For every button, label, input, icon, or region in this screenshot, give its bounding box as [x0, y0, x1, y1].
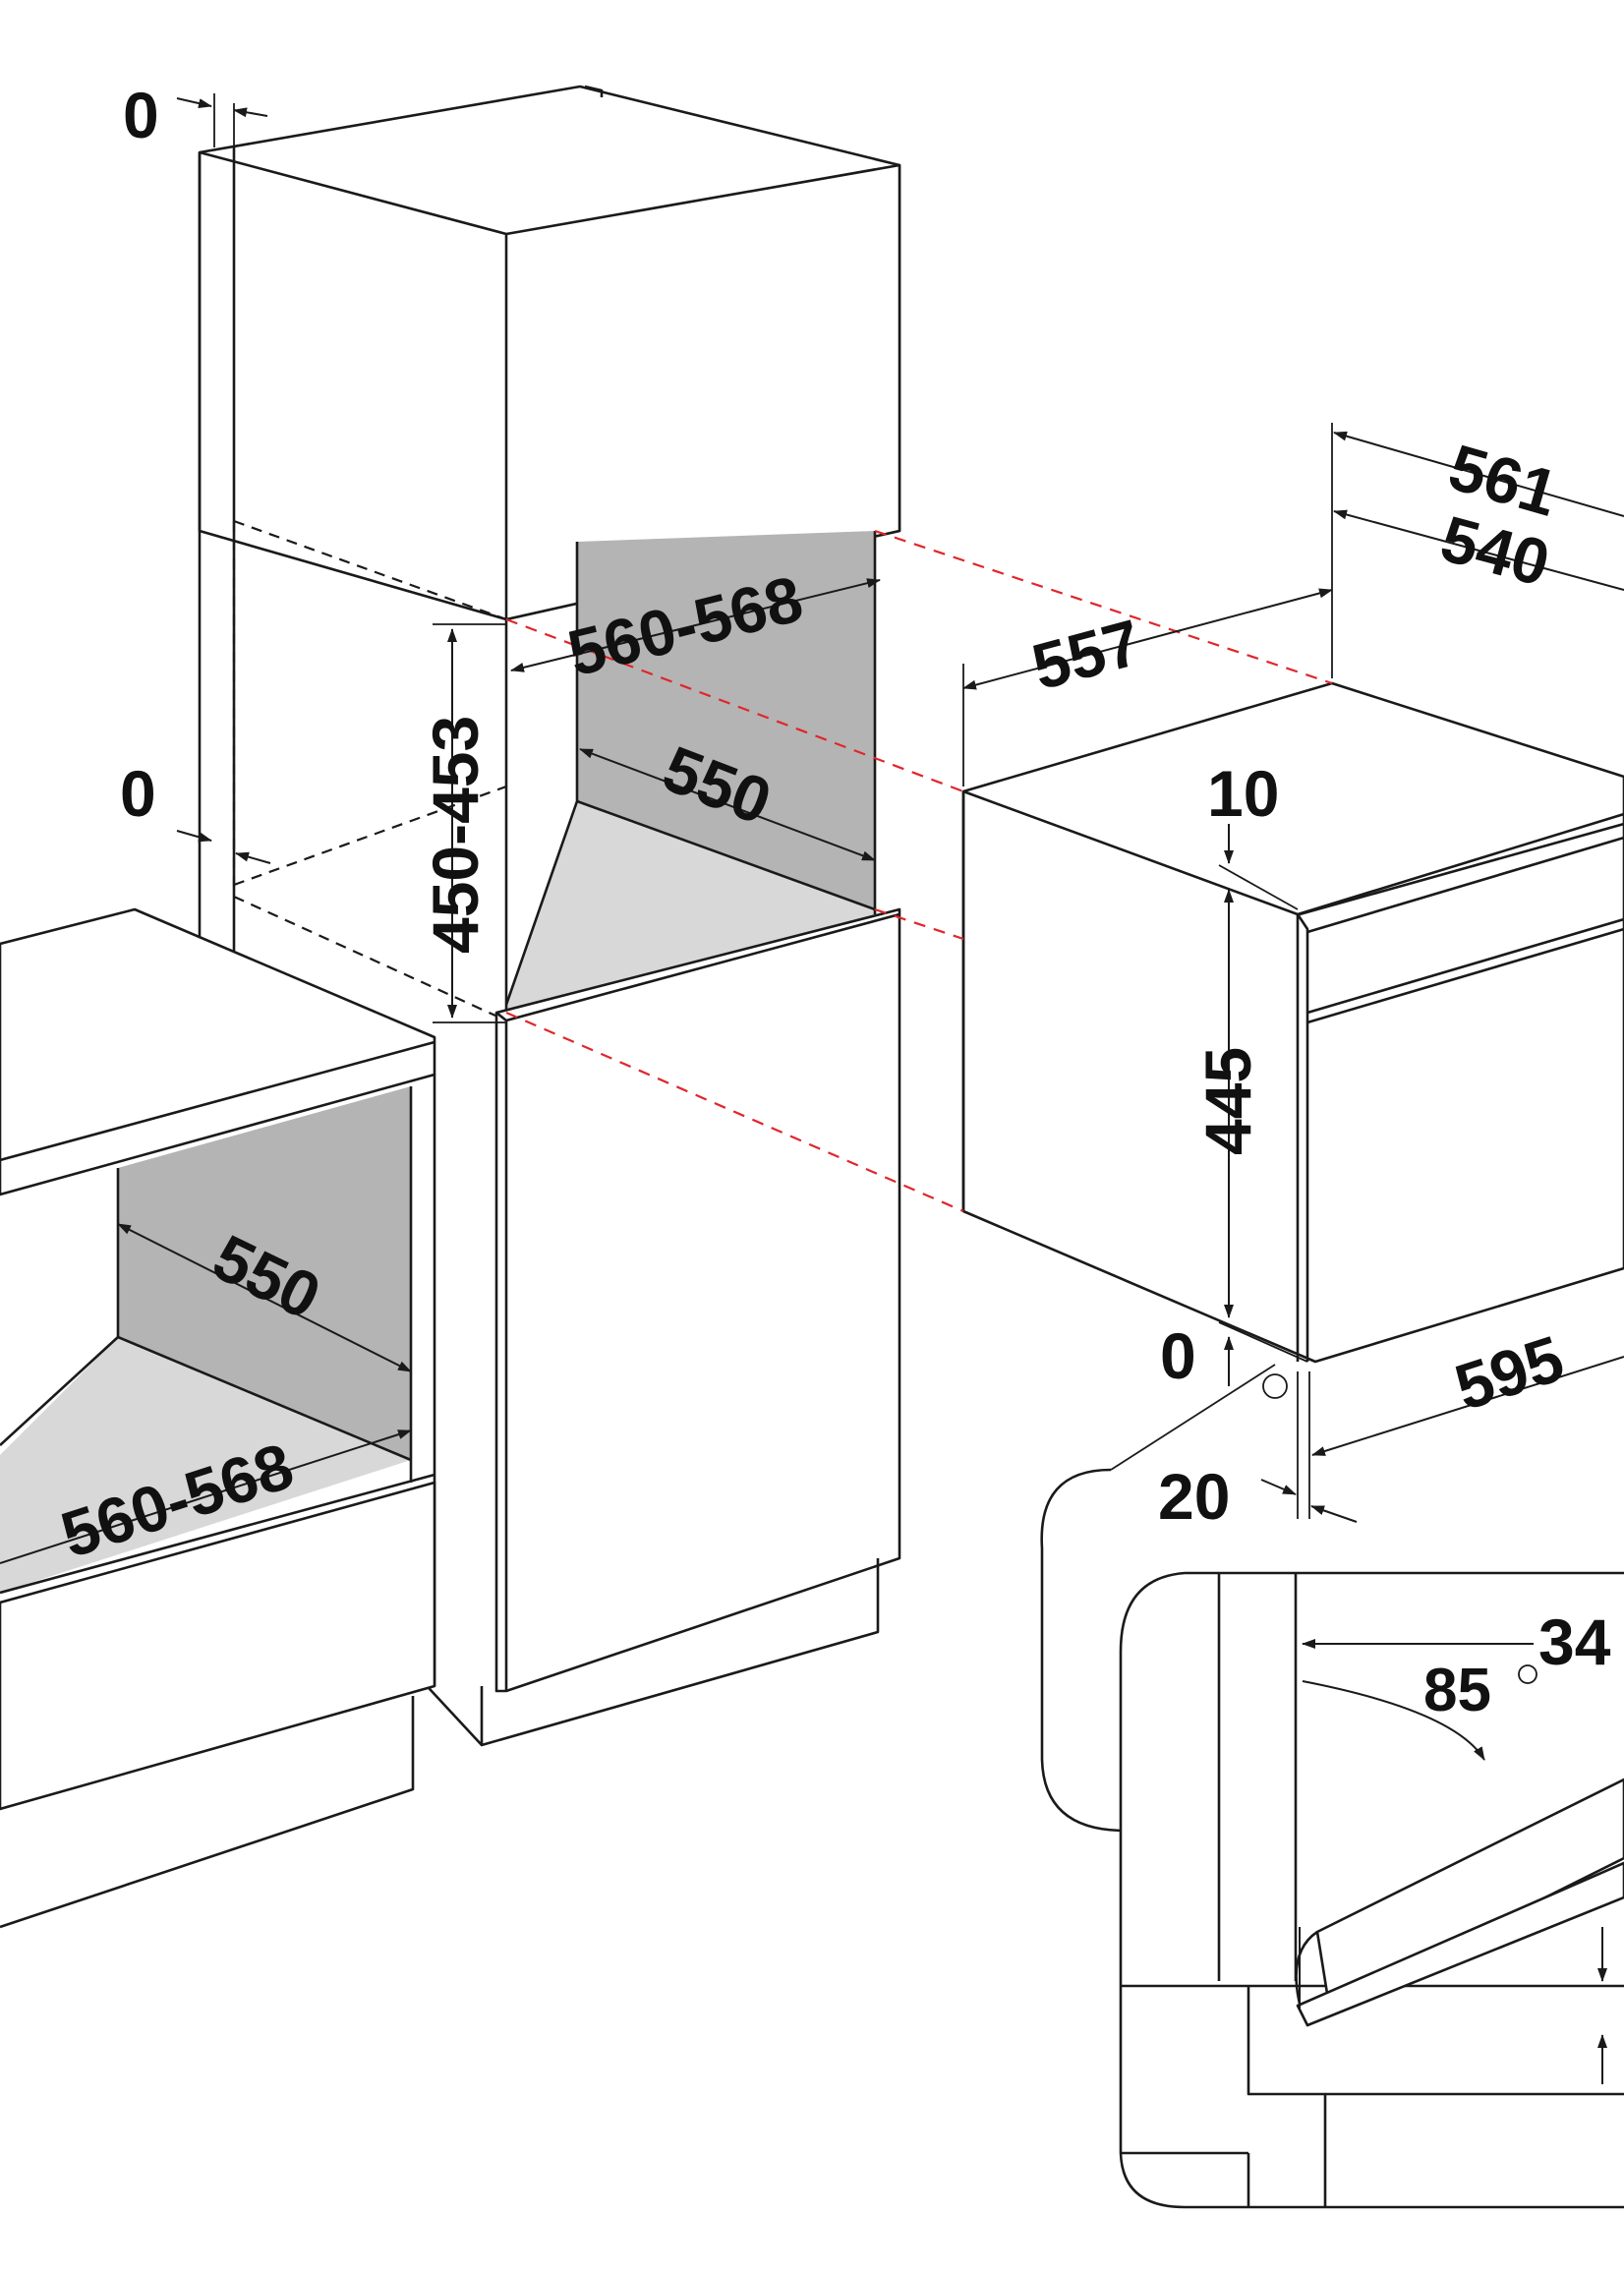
- label-front-offset: 20: [1158, 1460, 1230, 1533]
- degree-symbol: [1518, 1664, 1537, 1684]
- oven: [961, 681, 1624, 1364]
- label-door-angle: 85: [1423, 1657, 1491, 1724]
- label-oven-width: 595: [1446, 1321, 1572, 1424]
- label-panel-top: 10: [1207, 757, 1279, 830]
- label-gap-mid: 0: [120, 757, 156, 830]
- label-oven-depth-557: 557: [1024, 606, 1148, 704]
- door-detail: [1040, 1364, 1624, 2209]
- label-oven-height: 445: [1191, 1047, 1264, 1155]
- label-gap-bottom: 0: [1160, 1319, 1196, 1392]
- label-door-depth: 34: [1538, 1605, 1611, 1678]
- tall-cabinet: [198, 85, 901, 1747]
- base-cabinet: [0, 907, 436, 1929]
- label-niche-height: 450-453: [419, 716, 492, 954]
- dimension-lines: [0, 93, 1624, 1564]
- label-gap-top: 0: [123, 79, 159, 151]
